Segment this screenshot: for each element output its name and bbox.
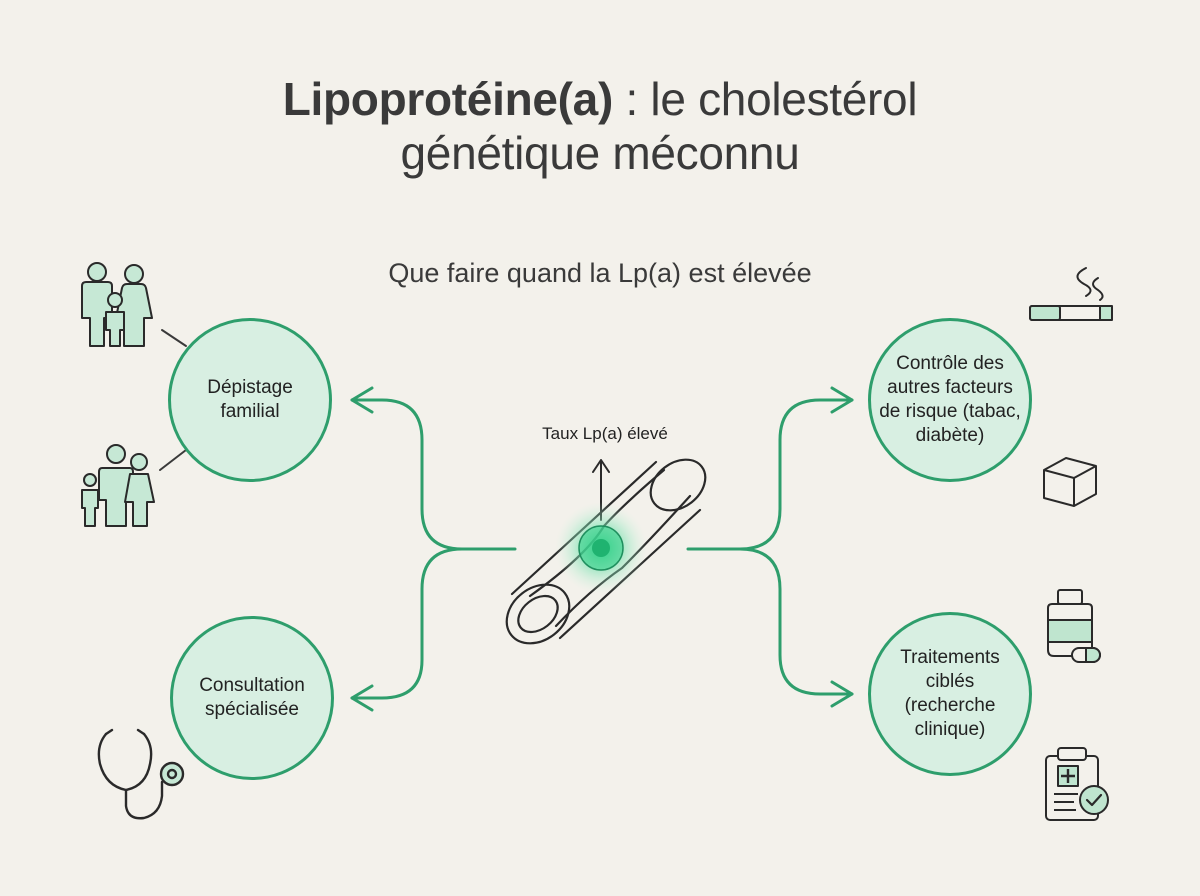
arrowhead-right-top (830, 386, 854, 414)
cigarette-icon (1029, 267, 1113, 321)
node-depistage-label: Dépistage familial (207, 377, 293, 422)
node-traitements: Traitements ciblés (recherche clinique) (868, 612, 1032, 776)
family-with-children-icon (81, 444, 155, 527)
node-depistage: Dépistage familial (168, 318, 332, 482)
node-consultation-label: Consultation spécialisée (199, 675, 305, 720)
sugar-cube-icon (1043, 457, 1097, 507)
arrowhead-left-bottom (350, 684, 374, 712)
title-rest: : le cholestérol (612, 73, 918, 125)
connector-right-bottom (738, 547, 854, 696)
arrowhead-right-bottom (830, 680, 854, 708)
node-consultation: Consultation spécialisée (170, 616, 334, 780)
connectors (159, 329, 854, 712)
connector-family-top (161, 329, 187, 347)
page-title: Lipoprotéine(a) : le cholestérol génétiq… (0, 72, 1200, 180)
connector-left-top (350, 398, 517, 551)
connector-family-bottom (159, 449, 187, 471)
subtitle: Que faire quand la Lp(a) est élevée (388, 258, 812, 288)
node-controle-label: Contrôle des autres facteurs de risque (… (879, 353, 1021, 446)
artery-icon (505, 458, 707, 645)
node-controle: Contrôle des autres facteurs de risque (… (868, 318, 1032, 482)
stethoscope-icon (97, 728, 185, 820)
connector-right-top (686, 398, 854, 551)
connector-left-bottom (350, 547, 464, 700)
arrowhead-left-top (350, 386, 374, 414)
title-bold: Lipoprotéine(a) (282, 73, 614, 125)
node-traitements-label: Traitements ciblés (recherche clinique) (900, 647, 1000, 740)
center-label: Taux Lp(a) élevé (542, 424, 668, 443)
medicine-bottle-icon (1047, 589, 1101, 663)
family-icon (81, 262, 153, 347)
title-line2: génétique méconnu (400, 127, 800, 179)
clipboard-icon (1045, 747, 1109, 821)
